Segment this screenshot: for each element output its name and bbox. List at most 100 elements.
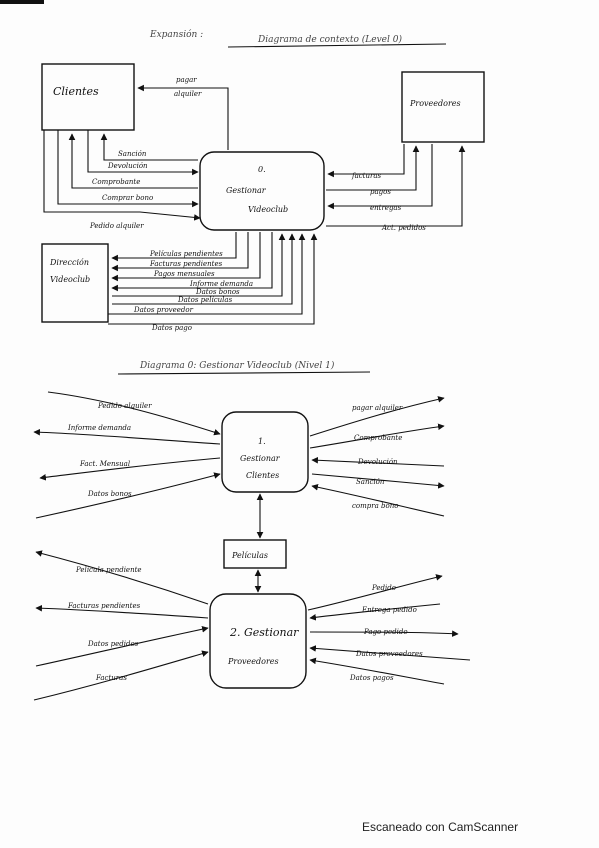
l1-flow-devolucion-label: Devolución — [357, 458, 398, 466]
proveedores-entity — [401, 71, 485, 143]
flow-informe-demanda — [111, 232, 273, 292]
header-underline — [227, 43, 447, 48]
flow-datos-pago — [108, 233, 318, 325]
l2-flow-facturas-label: Facturas — [95, 674, 127, 682]
l2-flow-datos-pedidos — [35, 625, 209, 667]
l2-flow-pedido — [307, 574, 443, 611]
flow-datos-bonos — [112, 233, 286, 297]
l1-flow-sancion — [311, 473, 445, 489]
process-2-line2: Proveedores — [227, 657, 279, 666]
l2-flow-facturas — [33, 650, 209, 701]
l1-flow-fact-mensual-label: Fact. Mensual — [79, 460, 130, 468]
flow-pagar-alquiler — [137, 84, 229, 150]
l1-flow-devolucion — [311, 456, 445, 467]
direccion-label-2: Videoclub — [50, 275, 90, 284]
store-peliculas-label: Películas — [231, 551, 268, 560]
flow-act-pedidos-label: Act. pedidos — [381, 224, 426, 232]
l2-flow-pago-pedido-label: Pago pedido — [363, 628, 408, 636]
flow-datos-bonos-label: Datos bonos — [195, 288, 240, 296]
proveedores-label: Proveedores — [409, 99, 461, 108]
flow-facturas — [327, 144, 405, 178]
flow-peliculas-pendientes-label: Películas pendientes — [149, 250, 223, 258]
flow-facturas-label: facturas — [351, 172, 382, 180]
l1-flow-compra-bono — [311, 483, 445, 517]
process-1-line2: Gestionar — [240, 454, 281, 463]
process-0-num: 0. — [258, 165, 266, 174]
process-0 — [199, 151, 325, 231]
level1-underline — [117, 371, 371, 375]
flow-facturas-pendientes — [111, 232, 249, 272]
flow-pedido-alquiler-label: Pedido alquiler — [89, 222, 144, 230]
l2-flow-facturas-pendientes-label: Facturas pendientes — [67, 602, 141, 610]
store-peliculas — [223, 539, 287, 569]
l2-flow-datos-pedidos-label: Datos pedidos — [87, 640, 139, 648]
flow-comprar-bono-label: Comprar bono — [102, 194, 153, 202]
l1-flow-pedido-alquiler-label: Pedido alquiler — [97, 402, 152, 410]
flow-pagar-alquiler-label-1: pagar — [176, 76, 197, 84]
l1-flow-pagar-alquiler — [309, 396, 445, 437]
flow-comprar-bono — [57, 130, 199, 208]
l1-flow-comprobante — [309, 423, 445, 449]
process-2 — [209, 593, 307, 689]
l2-flow-pedido-label: Pedido — [371, 584, 396, 592]
flow-comprobante-label: Comprobante — [92, 178, 140, 186]
flow-comprobante — [68, 133, 198, 189]
clientes-label: Clientes — [53, 85, 99, 98]
level1-title: Diagrama 0: Gestionar Videoclub (Nivel 1… — [139, 360, 335, 371]
l1-flow-datos-bonos — [35, 472, 221, 519]
l1-flow-fact-mensual — [39, 457, 221, 481]
flow-devolucion-label: Devolución — [107, 162, 148, 170]
process-1-num: 1. — [258, 437, 266, 446]
flow-pagos-label: pagos — [370, 188, 391, 196]
l2-flow-entrega-pedido-label: Entrega pedido — [361, 606, 417, 614]
flow-peliculas-pendientes — [111, 232, 237, 262]
process-1 — [221, 411, 309, 493]
flow-devolucion — [87, 130, 199, 176]
flow-datos-peliculas — [112, 233, 296, 305]
process-0-line1: Gestionar — [226, 186, 267, 195]
flow-sancion-label: Sanción — [118, 150, 147, 158]
l1-flow-informe-demanda — [33, 428, 221, 445]
header-title: Diagrama de contexto (Level 0) — [257, 34, 402, 45]
l2-flow-datos-pagos — [309, 657, 445, 685]
l2-flow-entrega-pedido — [309, 603, 441, 621]
flow-entregas — [327, 144, 433, 210]
camscanner-footer: Escaneado con CamScanner — [362, 820, 519, 834]
l1-flow-datos-bonos-label: Datos bonos — [87, 490, 132, 498]
l2-flow-datos-proveedores-label: Datos proveedores — [355, 650, 423, 658]
flow-datos-proveedor — [108, 233, 306, 315]
corner-mark — [0, 0, 44, 4]
direccion-entity — [41, 243, 109, 323]
process-2-line1: 2. Gestionar — [229, 626, 299, 639]
direccion-label-1: Dirección — [49, 258, 89, 267]
flow-facturas-pendientes-label: Facturas pendientes — [149, 260, 223, 268]
l1-flow-informe-demanda-label: Informe demanda — [67, 424, 131, 432]
l2-flow-facturas-pendientes — [35, 604, 209, 619]
process-1-line3: Clientes — [246, 471, 279, 480]
flow-entregas-label: entregas — [370, 204, 402, 212]
flow-act-pedidos — [326, 145, 466, 227]
l2-flow-datos-proveedores — [309, 645, 471, 661]
l1-flow-compra-bono-label: compra bono — [352, 502, 398, 510]
header-left-note: Expansión : — [149, 29, 203, 40]
flow-datos-pago-label: Datos pago — [151, 324, 192, 332]
l2-flow-pago-pedido — [309, 630, 459, 637]
flow-pagos-mensuales-label: Pagos mensuales — [153, 270, 215, 278]
flow-pagar-alquiler-label-2: alquiler — [174, 90, 202, 98]
flow-pagos-mensuales — [111, 232, 261, 282]
l2-flow-datos-pagos-label: Datos pagos — [349, 674, 394, 682]
l1-flow-pagar-alquiler-label: pagar alquiler — [352, 404, 403, 412]
l2-flow-pelicula-pendiente — [35, 550, 209, 605]
l2-flow-pelicula-pendiente-label: Película pendiente — [75, 566, 142, 574]
l1-flow-sancion-label: Sanción — [356, 478, 385, 486]
flow-datos-peliculas-label: Datos películas — [177, 296, 233, 304]
flow-datos-proveedor-label: Datos proveedor — [133, 306, 194, 314]
flow-informe-demanda-label: Informe demanda — [189, 280, 253, 288]
flow-pedido-alquiler — [43, 130, 201, 221]
flow-pagos — [326, 145, 420, 191]
l1-flow-comprobante-label: Comprobante — [354, 434, 402, 442]
flow-sancion — [100, 133, 198, 161]
process-0-line2: Videoclub — [248, 205, 288, 214]
